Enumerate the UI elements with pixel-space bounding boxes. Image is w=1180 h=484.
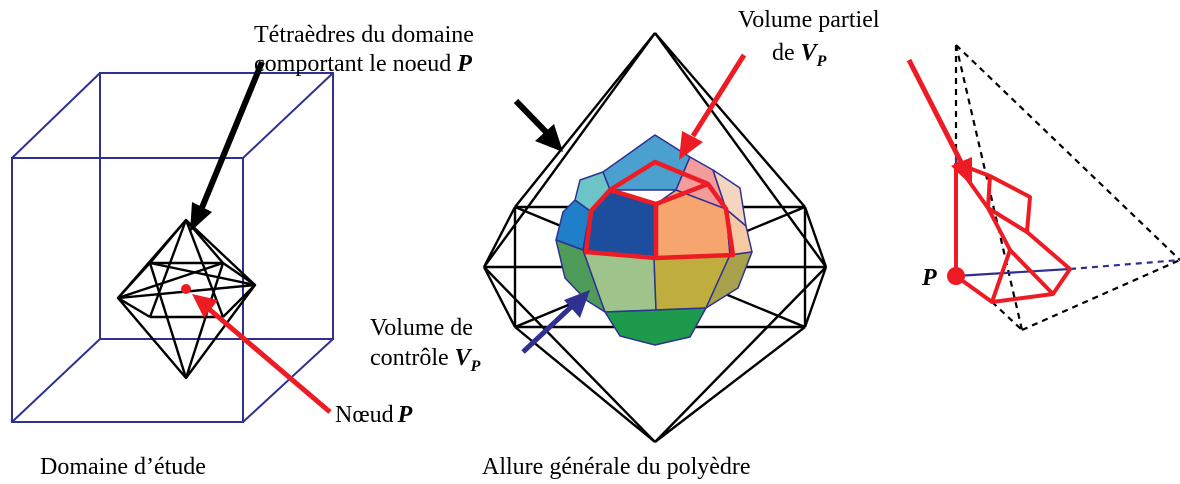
label-tetra-text: comportant le noeud — [254, 51, 451, 77]
label-tetra-line1: Tétraèdres du domaine — [254, 22, 474, 48]
label-node-var: P — [397, 402, 413, 428]
partial-volume-outline — [583, 159, 736, 261]
domain-box — [11, 72, 334, 423]
label-node-word: Nœud — [335, 402, 394, 428]
arrow-control — [521, 290, 590, 354]
label-control-var: V — [455, 345, 473, 371]
control-volume — [555, 134, 753, 346]
partial-volume-detail — [954, 161, 1072, 304]
caption-left: Domaine d’étude — [40, 454, 206, 480]
arrow-tetra — [190, 60, 265, 232]
arrow-partial — [679, 53, 747, 160]
node-point-small — [181, 284, 191, 294]
arrow-partial-right — [906, 58, 972, 186]
label-partial-line1: Volume partiel — [738, 7, 880, 33]
label-control-line1: Volume de — [370, 315, 473, 341]
arrow-tetra-center — [513, 98, 563, 152]
label-partial-sub: P — [816, 53, 827, 70]
node-point-large — [947, 267, 965, 285]
label-point-p: P — [921, 265, 937, 291]
small-octahedron — [116, 218, 257, 380]
arrow-node — [192, 294, 332, 414]
caption-center: Allure générale du polyèdre — [482, 454, 751, 480]
label-partial-de: de — [772, 40, 795, 66]
label-control-text: contrôle — [370, 345, 449, 371]
label-tetra-var: P — [456, 51, 472, 77]
label-partial-var: V — [801, 40, 819, 66]
label-control-sub: P — [470, 358, 481, 375]
